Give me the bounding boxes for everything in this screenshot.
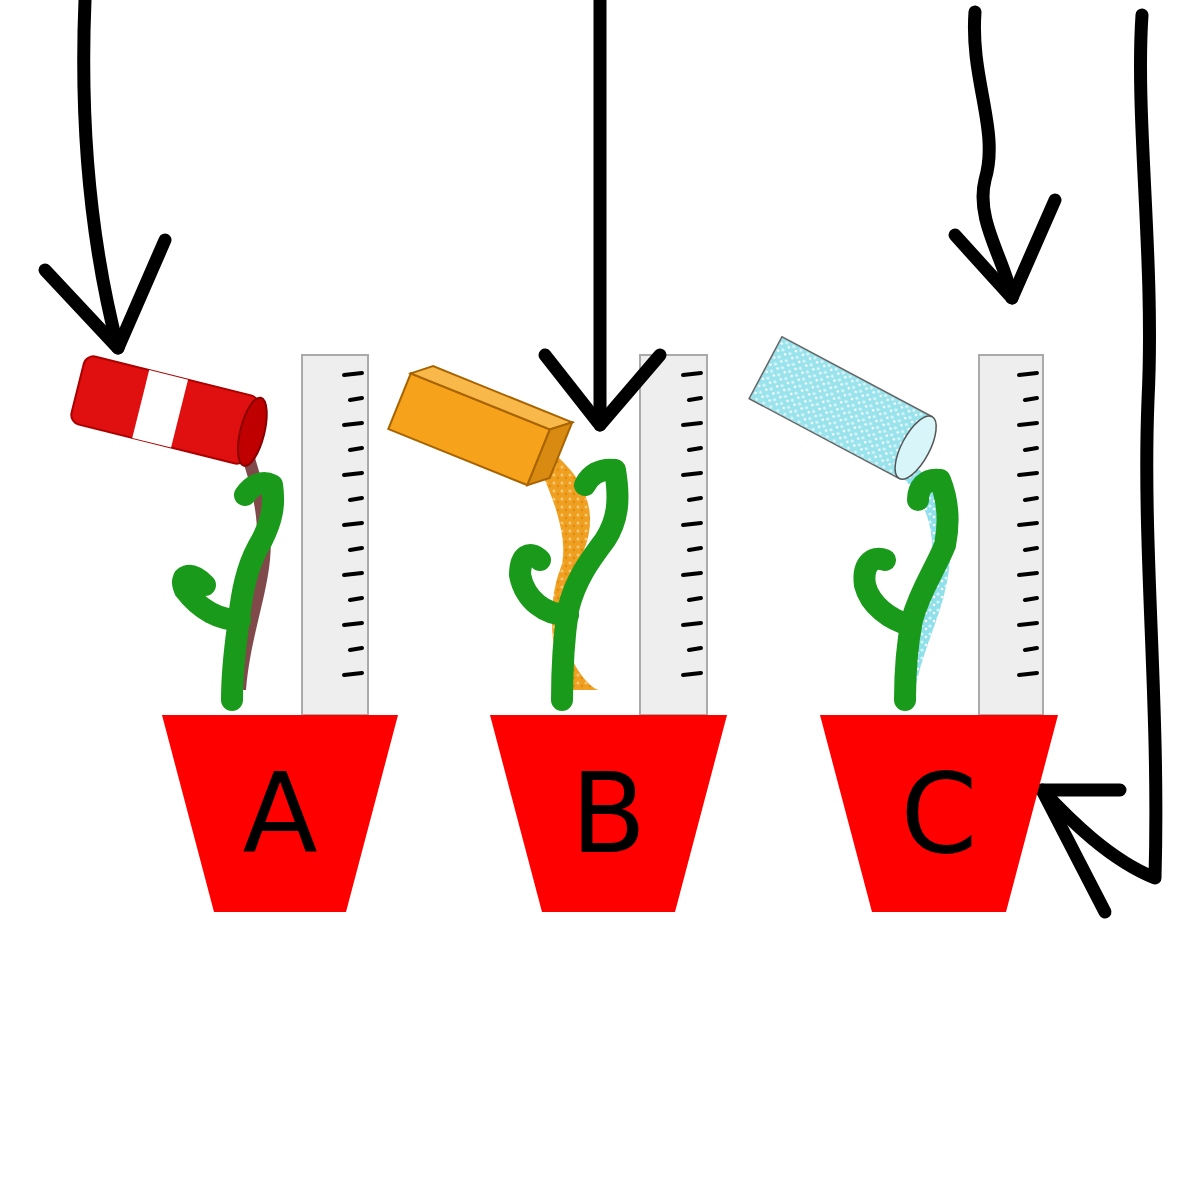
ruler-tick <box>689 548 701 550</box>
flower-pot: C <box>820 715 1058 912</box>
ruler-tick <box>689 398 701 400</box>
ruler-tick <box>344 473 362 475</box>
ruler-tick <box>1025 398 1037 400</box>
ruler-tick <box>1025 448 1037 450</box>
ruler-tick <box>1019 623 1037 625</box>
ruler-tick <box>1025 498 1037 500</box>
ruler-tick <box>683 373 701 375</box>
ruler-tick <box>344 423 362 425</box>
red-can <box>69 354 272 468</box>
ruler-tick <box>344 623 362 625</box>
pot-label: A <box>242 759 317 869</box>
ruler-tick <box>683 423 701 425</box>
pot-outline <box>162 715 398 912</box>
ruler-tick <box>1019 523 1037 525</box>
ruler-tick <box>350 448 362 450</box>
ruler-tick <box>1025 648 1037 650</box>
ruler-tick <box>1019 573 1037 575</box>
ruler-tick <box>1025 598 1037 600</box>
pot-label: B <box>571 759 646 869</box>
ruler-tick <box>1019 473 1037 475</box>
ruler-tick <box>350 498 362 500</box>
ruler-tick <box>683 523 701 525</box>
pot-outline <box>820 715 1058 912</box>
ruler-tick <box>350 398 362 400</box>
pot-label-box: B <box>490 715 727 912</box>
ruler-tick <box>689 448 701 450</box>
pot-outline <box>490 715 727 912</box>
ruler-tick <box>350 598 362 600</box>
ruler-tick <box>350 648 362 650</box>
ruler-tick <box>683 473 701 475</box>
ruler-tick <box>344 373 362 375</box>
ruler-tick <box>1019 373 1037 375</box>
orange-box <box>388 359 572 491</box>
ruler-tick <box>344 573 362 575</box>
ruler-tick <box>683 573 701 575</box>
ruler-tick <box>1019 673 1037 675</box>
ruler-tick <box>344 523 362 525</box>
plant <box>183 470 948 700</box>
pot-label-box: C <box>820 715 1058 912</box>
flower-pot: B <box>490 715 727 912</box>
pot-label: C <box>901 759 978 869</box>
ruler-tick <box>689 498 701 500</box>
ruler-tick <box>344 673 362 675</box>
flower-pot: A <box>162 715 398 912</box>
ruler-tick <box>1019 423 1037 425</box>
ruler-tick <box>683 673 701 675</box>
glass <box>749 337 944 485</box>
pointer-arrow <box>45 0 1156 912</box>
ruler-tick <box>683 623 701 625</box>
ruler <box>302 355 1043 715</box>
ruler-tick <box>689 598 701 600</box>
ruler-tick <box>350 548 362 550</box>
ruler-tick <box>689 648 701 650</box>
pot-label-box: A <box>162 715 398 912</box>
ruler-tick <box>1025 548 1037 550</box>
